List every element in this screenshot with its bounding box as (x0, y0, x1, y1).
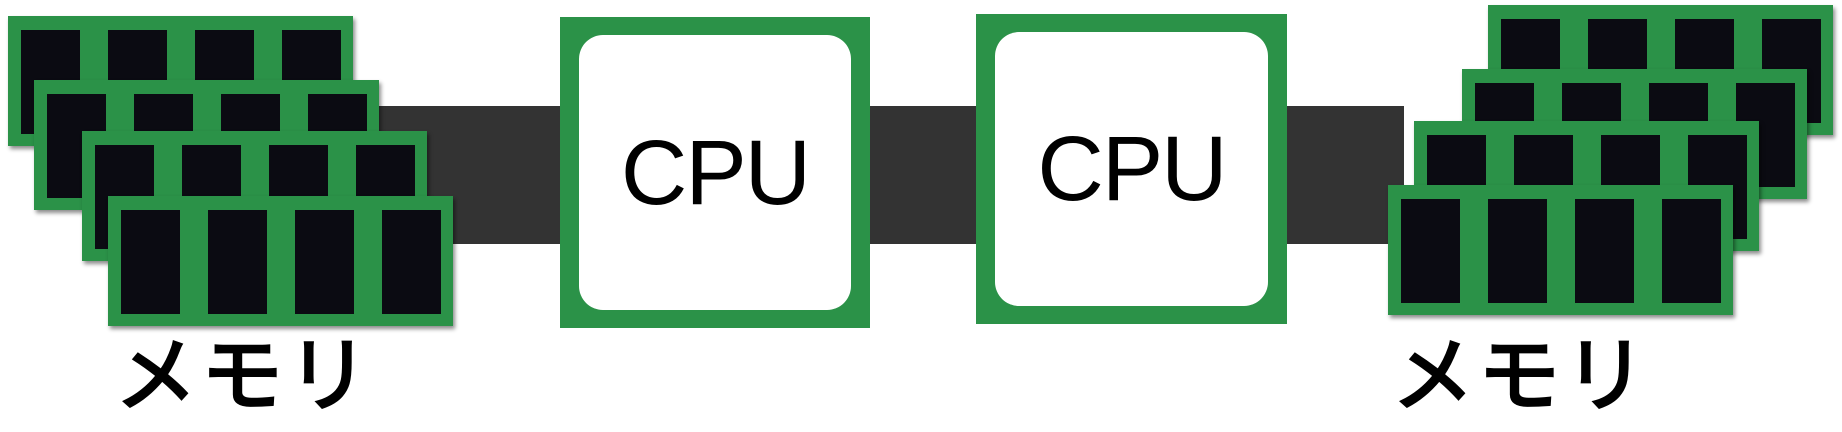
memory-chip (1575, 199, 1634, 303)
memory-chip (208, 210, 267, 314)
right-memory-label: メモリ (1392, 329, 1651, 424)
memory-chip (121, 210, 180, 314)
cpu-die: CPU (579, 35, 851, 310)
memory-chip (295, 210, 354, 314)
memory-module (1388, 185, 1733, 315)
bus-cpu-to-cpu (868, 106, 978, 244)
memory-chip (1488, 199, 1547, 303)
left-memory-label: メモリ (115, 329, 374, 424)
memory-chip (1662, 199, 1721, 303)
memory-chip (382, 210, 441, 314)
cpu-label: CPU (1037, 118, 1227, 220)
cpu-chip-2: CPU (976, 14, 1287, 324)
memory-chip (1401, 199, 1460, 303)
memory-module (108, 196, 453, 326)
cpu-chip-1: CPU (560, 17, 870, 328)
bus-cpu-to-right-memory (1284, 106, 1404, 244)
cpu-die: CPU (995, 32, 1268, 306)
cpu-label: CPU (620, 121, 811, 224)
